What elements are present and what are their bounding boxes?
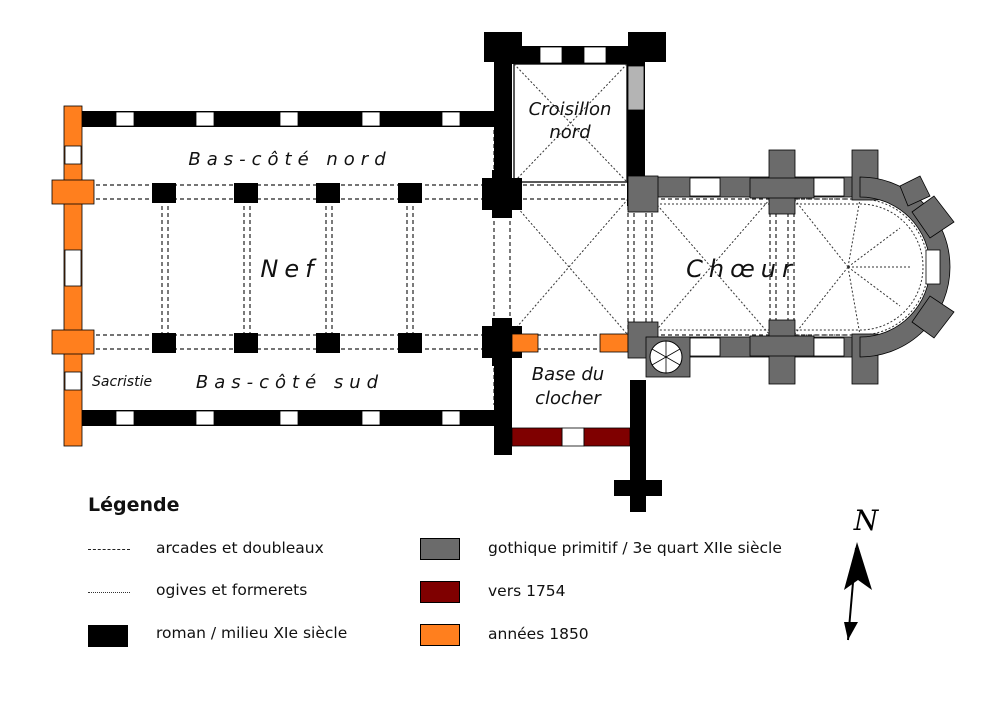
vers-1754-walls (511, 427, 631, 447)
legend-gothique-label: gothique primitif / 3e quart XIIe siècle (488, 539, 782, 557)
legend-gothique-swatch (420, 538, 460, 560)
label-base-clocher-2: clocher (535, 388, 602, 409)
choir-windows (689, 177, 941, 357)
label-croisillon-nord-1: Croisillon (529, 99, 612, 120)
legend-vers1754-swatch (420, 581, 460, 603)
legend-ogives-sample (88, 592, 130, 593)
legend-annees1850-label: années 1850 (488, 625, 589, 643)
annees-1850-facade (51, 105, 629, 447)
label-bas-cote-nord: Bas-côté nord (188, 149, 391, 170)
windows (115, 46, 607, 447)
legend-annees1850-swatch (420, 624, 460, 646)
legend-arcades-sample (88, 549, 130, 550)
facade-openings (64, 145, 82, 391)
legend-roman-label: roman / milieu XIe siècle (156, 624, 348, 642)
legend-arcades-label: arcades et doubleaux (156, 539, 324, 557)
roman-walls (82, 32, 666, 512)
label-sacristie: Sacristie (92, 374, 152, 390)
label-choeur: Chœur (686, 255, 798, 283)
north-arrow: N (844, 504, 880, 641)
label-base-clocher-1: Base du (532, 364, 604, 385)
compass-letter: N (853, 504, 880, 537)
label-nef: Nef (260, 255, 319, 283)
label-bas-cote-sud: Bas-côté sud (196, 372, 384, 393)
legend-roman-swatch (88, 625, 128, 647)
label-croisillon-nord-2: nord (549, 122, 591, 143)
staircase-steps (651, 341, 681, 373)
light-gray-block (627, 65, 645, 111)
legend-title: Légende (88, 494, 180, 516)
legend-vers1754-label: vers 1754 (488, 582, 566, 600)
legend-ogives-label: ogives et formerets (156, 581, 308, 599)
